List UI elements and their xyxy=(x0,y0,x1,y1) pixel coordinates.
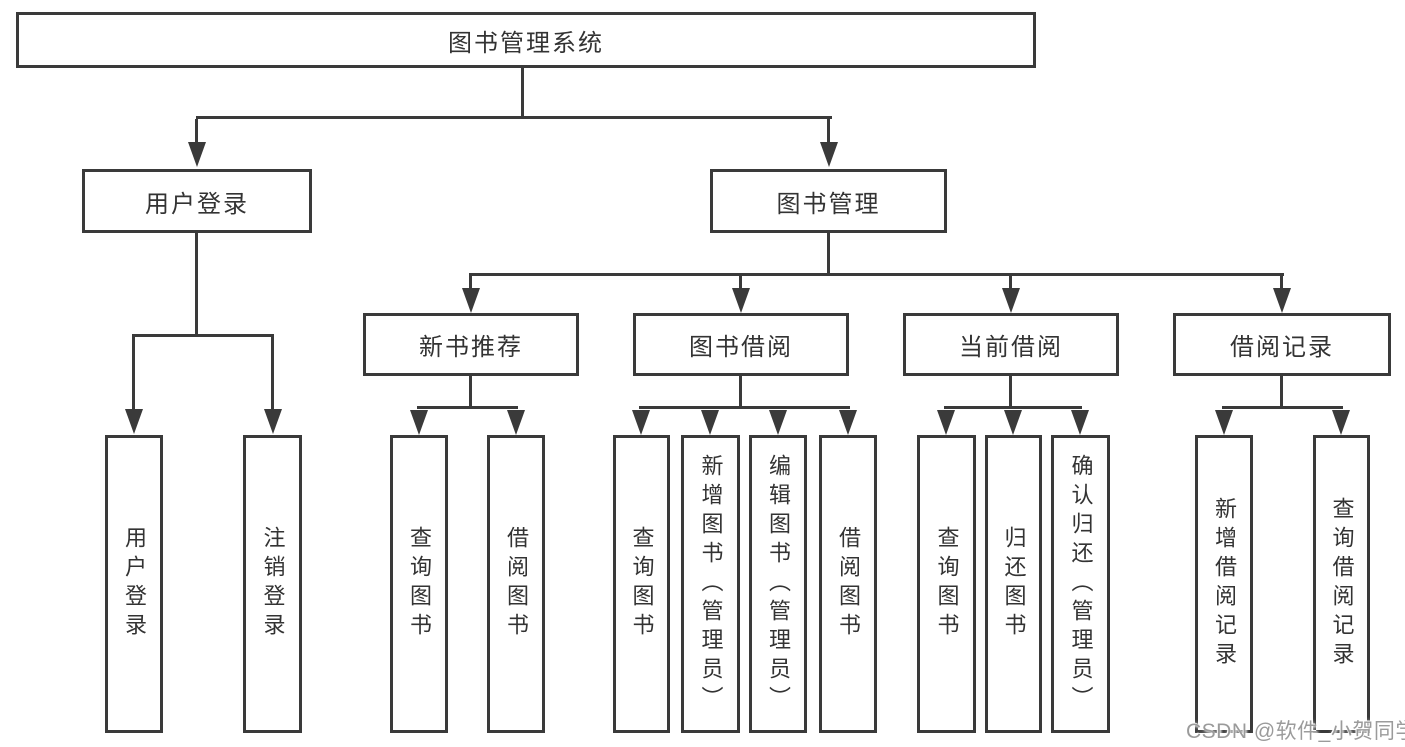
connector-stem-login-leaf1 xyxy=(132,337,135,410)
leaf-label: 查询图书 xyxy=(629,526,655,642)
node-label: 图书管理 xyxy=(776,190,881,218)
leaf-label: 注销登录 xyxy=(260,526,286,642)
leaf-add-borrow-record: 新增借阅记录 xyxy=(1195,435,1253,733)
arrowhead-records-leaf1 xyxy=(1215,410,1233,435)
connector-borrow-trunk xyxy=(739,376,742,408)
leaf-user-login: 用户登录 xyxy=(105,435,163,733)
connector-stem-user-login xyxy=(195,119,198,143)
leaf-label: 查询图书 xyxy=(934,526,960,642)
connector-records-split xyxy=(1222,406,1343,409)
leaf-current-query-books: 查询图书 xyxy=(917,435,976,733)
arrowhead-borrow-leaf3 xyxy=(769,410,787,435)
connector-root-split xyxy=(196,116,832,119)
watermark: CSDN @软件_小贺同学 xyxy=(1186,720,1405,743)
connector-stem-borrow-records xyxy=(1280,276,1283,289)
connector-current-trunk xyxy=(1009,376,1012,408)
leaf-label: 新增借阅记录 xyxy=(1212,497,1237,671)
connector-user-login-split xyxy=(132,334,274,337)
node-label: 当前借阅 xyxy=(959,334,1063,361)
leaf-label: 查询图书 xyxy=(407,526,432,642)
node-label: 图书借阅 xyxy=(689,334,793,361)
arrowhead-borrow-records xyxy=(1273,288,1291,313)
node-new-book-recommend: 新书推荐 xyxy=(363,313,579,376)
leaf-label: 确认归还（管理员） xyxy=(1068,453,1094,715)
connector-borrow-split xyxy=(639,406,850,409)
connector-book-mgmt-trunk xyxy=(827,233,830,275)
connector-records-trunk xyxy=(1280,376,1283,408)
arrowhead-current-leaf3 xyxy=(1071,410,1089,435)
leaf-label: 查询借阅记录 xyxy=(1329,497,1355,671)
connector-stem-new-books xyxy=(469,276,472,289)
arrowhead-new-books xyxy=(462,288,480,313)
arrowhead-book-borrow xyxy=(732,288,750,313)
arrowhead-user-login xyxy=(188,142,206,167)
connector-stem-current-borrow xyxy=(1009,276,1012,289)
connector-user-login-trunk xyxy=(195,233,198,336)
leaf-edit-books-admin: 编辑图书（管理员） xyxy=(749,435,807,733)
node-label: 图书管理系统 xyxy=(448,29,604,57)
arrowhead-borrow-leaf1 xyxy=(632,410,650,435)
node-borrowing-records: 借阅记录 xyxy=(1173,313,1391,376)
node-label: 用户登录 xyxy=(145,190,249,218)
arrowhead-login-leaf2 xyxy=(264,409,282,434)
connector-stem-login-leaf2 xyxy=(271,337,274,410)
connector-stem-book-mgmt xyxy=(827,119,830,143)
leaf-query-borrow-record: 查询借阅记录 xyxy=(1313,435,1370,733)
leaf-borrow-query-books: 查询图书 xyxy=(613,435,670,733)
leaf-label: 新增图书（管理员） xyxy=(698,453,724,715)
arrowhead-records-leaf2 xyxy=(1332,410,1350,435)
arrowhead-book-mgmt xyxy=(820,142,838,167)
arrowhead-borrow-leaf4 xyxy=(839,410,857,435)
leaf-return-books: 归还图书 xyxy=(985,435,1042,733)
arrowhead-borrow-leaf2 xyxy=(701,410,719,435)
leaf-label: 用户登录 xyxy=(122,526,147,642)
node-library-management-system: 图书管理系统 xyxy=(16,12,1036,68)
leaf-rec-borrow-books: 借阅图书 xyxy=(487,435,545,733)
node-book-management: 图书管理 xyxy=(710,169,947,233)
leaf-label: 借阅图书 xyxy=(504,526,529,642)
node-label: 借阅记录 xyxy=(1230,334,1334,361)
arrowhead-current-leaf1 xyxy=(937,410,955,435)
leaf-label: 借阅图书 xyxy=(836,526,861,642)
connector-rec-trunk xyxy=(469,376,472,408)
leaf-label: 归还图书 xyxy=(1001,526,1027,642)
leaf-rec-query-books: 查询图书 xyxy=(390,435,448,733)
leaf-label: 编辑图书（管理员） xyxy=(766,453,791,715)
leaf-borrow-books: 借阅图书 xyxy=(819,435,877,733)
arrowhead-current-borrow xyxy=(1002,288,1020,313)
connector-stem-book-borrow xyxy=(739,276,742,289)
leaf-confirm-return-admin: 确认归还（管理员） xyxy=(1051,435,1110,733)
arrowhead-login-leaf1 xyxy=(125,409,143,434)
arrowhead-current-leaf2 xyxy=(1004,410,1022,435)
connector-root-trunk xyxy=(521,68,524,117)
connector-rec-split xyxy=(417,406,518,409)
connector-current-split xyxy=(944,406,1082,409)
arrowhead-rec-leaf2 xyxy=(507,410,525,435)
node-current-borrowing: 当前借阅 xyxy=(903,313,1119,376)
leaf-add-books-admin: 新增图书（管理员） xyxy=(681,435,740,733)
node-user-login: 用户登录 xyxy=(82,169,312,233)
node-label: 新书推荐 xyxy=(419,334,523,361)
leaf-logout: 注销登录 xyxy=(243,435,302,733)
node-book-borrowing: 图书借阅 xyxy=(633,313,849,376)
arrowhead-rec-leaf1 xyxy=(410,410,428,435)
connector-book-mgmt-split xyxy=(469,273,1284,276)
